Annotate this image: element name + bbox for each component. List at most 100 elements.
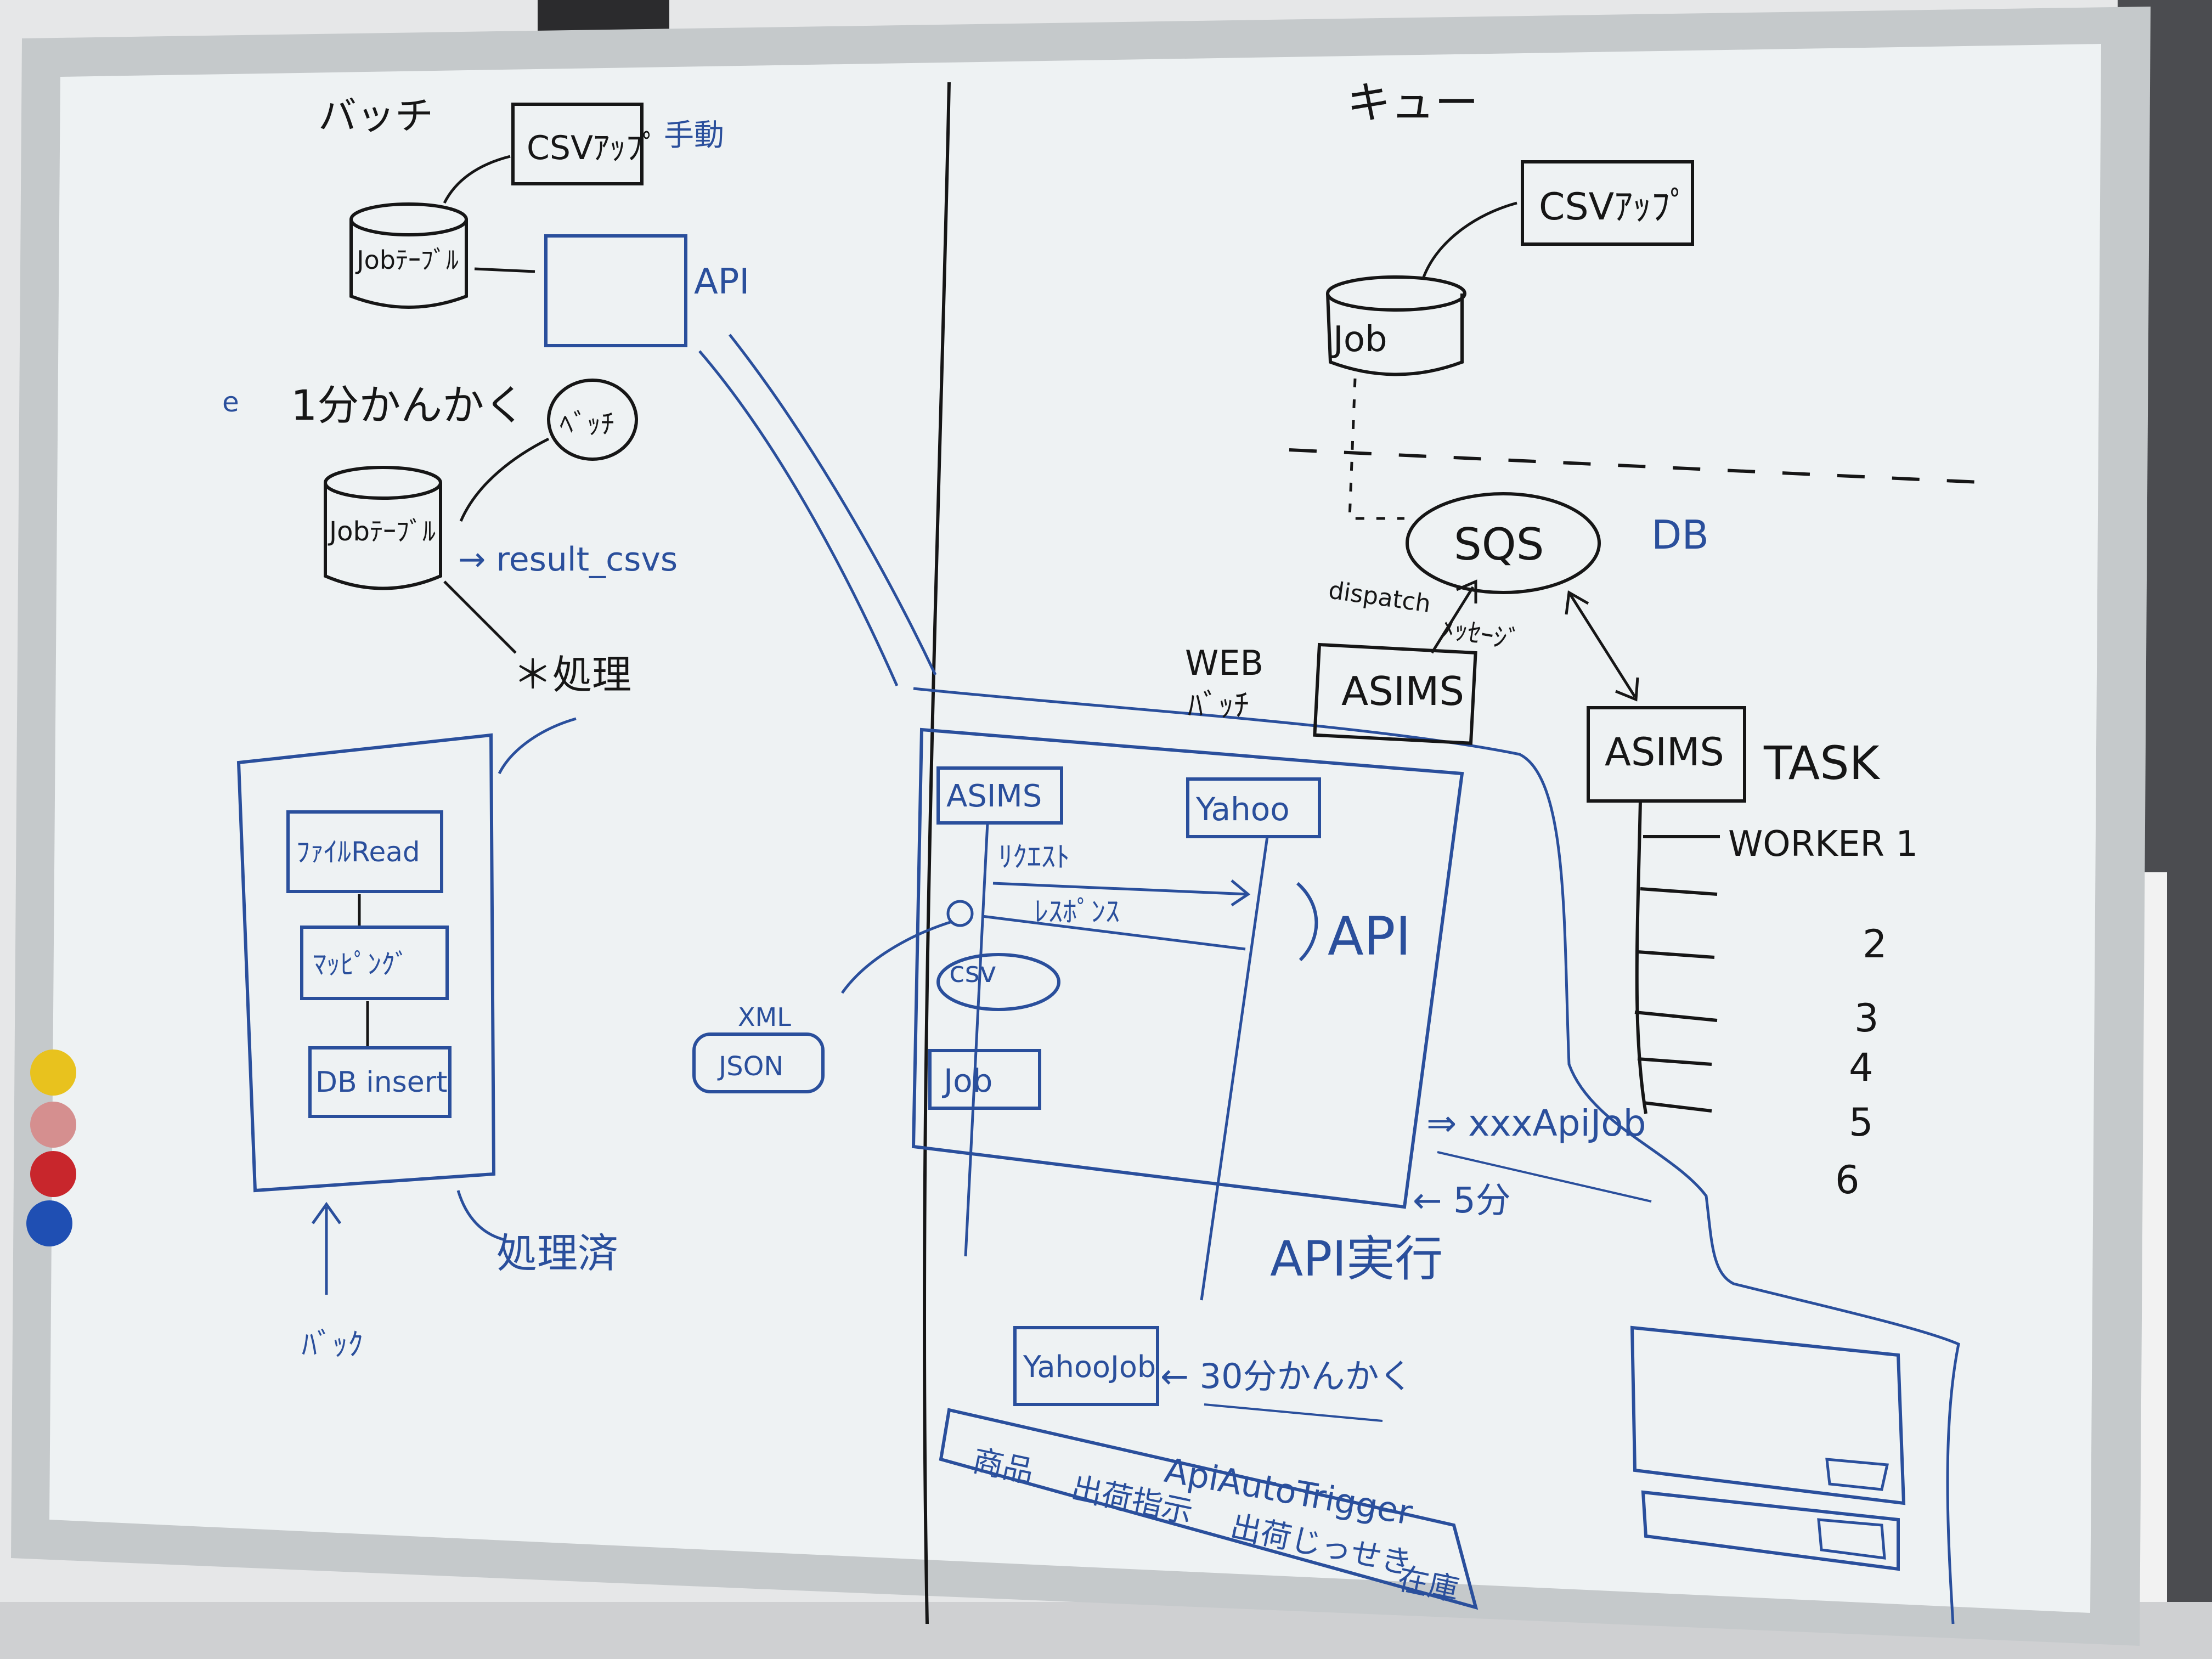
arrow-processing-to-flow	[498, 717, 577, 775]
left-flow-step-1	[286, 810, 443, 893]
middle-response-arrow	[981, 915, 1246, 951]
arrow-csv-to-job	[443, 155, 511, 204]
middle-json-box	[692, 1032, 825, 1093]
middle-api-brace	[1296, 882, 1318, 962]
middle-request-arrow	[992, 879, 1251, 907]
route-line-top	[913, 687, 1960, 1624]
right-task-label: TASK	[1763, 736, 1881, 790]
magnet-yellow	[30, 1049, 76, 1096]
screen-sketch-button-1	[1825, 1458, 1889, 1491]
middle-yahoo-job-label: YahooJob	[1023, 1350, 1156, 1384]
right-asims-task-label: ASIMS	[1605, 730, 1724, 775]
middle-asims-box	[936, 766, 1063, 825]
left-flow-step-2	[300, 926, 449, 1000]
arrow-batch-to-job	[459, 437, 550, 522]
middle-thirty-underline	[1204, 1403, 1383, 1422]
left-batch-circle	[547, 379, 638, 461]
screen-sketch-outer	[1630, 1325, 1906, 1505]
right-job-label: Job	[1331, 319, 1387, 360]
right-web-batch-line1: WEB	[1185, 643, 1263, 683]
board-divider	[922, 82, 951, 1624]
magnet-pink	[30, 1102, 76, 1148]
right-worker-spine	[1635, 800, 1647, 1114]
right-worker-4: 4	[1849, 1045, 1874, 1090]
left-flow-step-3	[308, 1046, 452, 1118]
middle-yahoo-box	[1186, 777, 1321, 838]
right-worker-branch-5	[1637, 1057, 1712, 1066]
middle-csv-oval	[936, 953, 1060, 1011]
left-manual-note: 手動	[664, 117, 724, 153]
board-surface	[49, 44, 2101, 1613]
right-title: キュー	[1347, 77, 1479, 128]
right-csv-upload-box	[1521, 160, 1694, 246]
left-interval-title: 1分かんかく	[291, 381, 526, 430]
left-back-label: ﾊﾞｯｸ	[302, 1327, 363, 1363]
arrow-sqs-to-task	[1565, 590, 1639, 702]
right-worker-branch-3	[1637, 950, 1715, 959]
left-processed-note: 処理済	[496, 1230, 618, 1277]
middle-json-label: JSON	[717, 1051, 783, 1082]
middle-xxx-underline	[1437, 1151, 1652, 1203]
right-asims-left-label: ASIMS	[1341, 668, 1464, 714]
api-connector-line-1	[698, 350, 899, 687]
right-worker-branch-6	[1643, 1101, 1712, 1113]
left-job-table-mid	[324, 466, 442, 590]
left-back-arrow	[311, 1201, 342, 1295]
right-asims-task-box	[1587, 706, 1746, 803]
middle-api-exec: API実行	[1270, 1231, 1443, 1287]
right-csv-upload-label: CSVｱｯﾌﾟ	[1539, 185, 1689, 229]
left-processed-arrow	[456, 1190, 505, 1242]
middle-job-label: Job	[942, 1062, 992, 1099]
right-job-cylinder	[1326, 275, 1466, 376]
right-web-batch-line2: ﾊﾞｯﾁ	[1188, 688, 1249, 724]
middle-job-box	[928, 1049, 1041, 1110]
middle-response-node	[946, 900, 974, 927]
right-worker-6: 6	[1835, 1158, 1860, 1203]
left-flow-container	[236, 733, 496, 1193]
middle-yahoo-lifeline	[1200, 836, 1269, 1301]
left-csv-upload-label: CSVｱｯﾌﾟ	[527, 129, 659, 167]
api-connector-line-2	[729, 334, 937, 676]
left-flow-step-2-label: ﾏｯﾋﾟﾝｸﾞ	[313, 949, 409, 980]
left-flow-step-3-label: DB insert	[315, 1066, 448, 1099]
right-worker-5: 5	[1849, 1100, 1874, 1145]
left-csv-upload-box	[511, 103, 644, 185]
middle-trigger-bar	[939, 1408, 1479, 1610]
right-worker-2: 2	[1863, 922, 1887, 967]
middle-yahoo-label: Yahoo	[1195, 791, 1290, 828]
magnet-red	[30, 1151, 76, 1197]
magnet-blue	[26, 1200, 72, 1246]
middle-five-min: ← 5分	[1413, 1181, 1511, 1221]
right-sqs-ellipse	[1406, 492, 1601, 594]
right-dashed-separator	[1289, 448, 1992, 484]
right-worker-branch-4	[1634, 1011, 1718, 1022]
left-api-box	[544, 234, 687, 347]
left-flow-step-1-label: ﾌｧｲﾙRead	[296, 836, 420, 868]
left-title: バッチ	[318, 93, 433, 138]
right-job-to-sqs-dotted	[1348, 378, 1404, 520]
middle-thirty-min: ← 30分かんかく	[1160, 1356, 1413, 1396]
middle-yahoo-job-box	[1013, 1326, 1159, 1406]
arrow-api-to-job	[474, 267, 535, 273]
middle-request-label: ﾘｸｴｽﾄ	[998, 841, 1070, 874]
middle-api-frame	[911, 727, 1464, 1209]
left-job-table-top	[349, 202, 468, 309]
middle-asims-lifeline	[964, 822, 989, 1257]
middle-xxx-api-job: ⇒ xxxApiJob	[1426, 1102, 1646, 1144]
right-worker-3: 3	[1854, 996, 1879, 1041]
middle-to-json-arrow	[840, 920, 952, 994]
right-db-label: DB	[1651, 512, 1709, 558]
screen-sketch-lower	[1641, 1490, 1900, 1571]
middle-csv-label: csv	[949, 956, 996, 989]
screen-sketch-button-2	[1817, 1518, 1886, 1560]
middle-xml-label: XML	[738, 1002, 791, 1032]
middle-asims-label: ASIMS	[946, 778, 1042, 814]
left-processing-label: ＊処理	[513, 652, 631, 698]
left-api-label: API	[694, 262, 749, 302]
right-asims-left-box	[1313, 642, 1477, 745]
arrow-right-csv-to-job	[1422, 201, 1517, 278]
right-worker-1: WORKER 1	[1728, 824, 1918, 865]
left-job-table-mid-label: Jobﾃｰﾌﾞﾙ	[328, 516, 436, 547]
left-interval-marker: e	[222, 386, 239, 418]
